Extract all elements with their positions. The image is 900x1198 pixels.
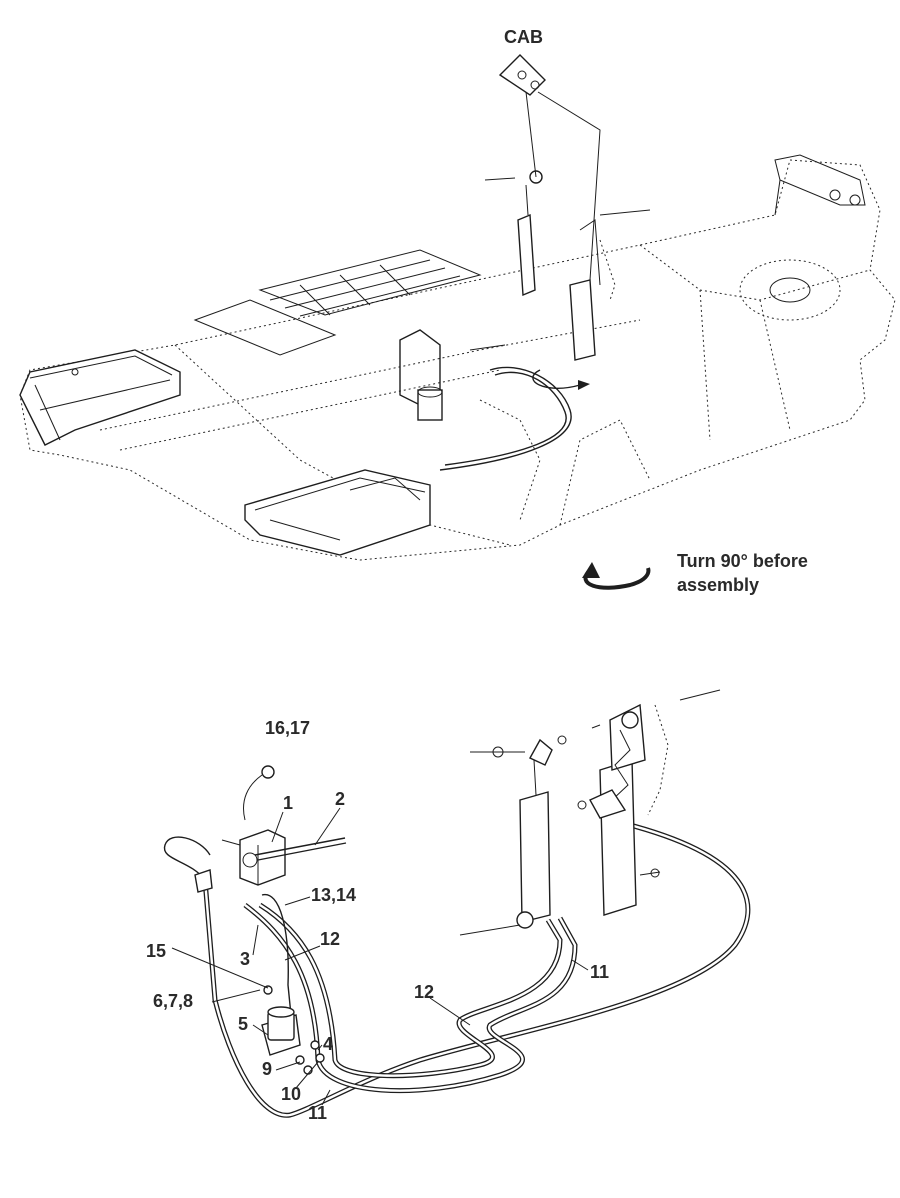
callout-6-7-8: 6,7,8 [153,991,194,1011]
callout-4: 4 [323,1034,334,1054]
callout-11-a: 11 [308,1103,328,1123]
callout-1: 1 [283,793,294,813]
cab-label: CAB [504,27,543,47]
callout-10: 10 [281,1084,302,1104]
callout-16-17: 16,17 [265,718,311,738]
callout-12-a: 12 [320,929,341,949]
turn-note: Turn 90° before assembly [677,549,808,597]
exploded-view [163,689,751,1118]
callout-13-14: 13,14 [311,885,357,905]
callout-2: 2 [335,789,346,809]
machine-frame [19,54,896,561]
callout-15: 15 [146,941,167,961]
rotation-arrow-icon [582,562,651,590]
callout-12-b: 12 [414,982,435,1002]
turn-note-line2: assembly [677,575,760,595]
callout-5: 5 [238,1014,249,1034]
callout-9: 9 [262,1059,273,1079]
callout-3: 3 [240,949,251,969]
turn-note-line1: Turn 90° before [677,551,808,571]
callout-11-b: 11 [590,962,610,982]
leader-lines [171,807,589,1106]
